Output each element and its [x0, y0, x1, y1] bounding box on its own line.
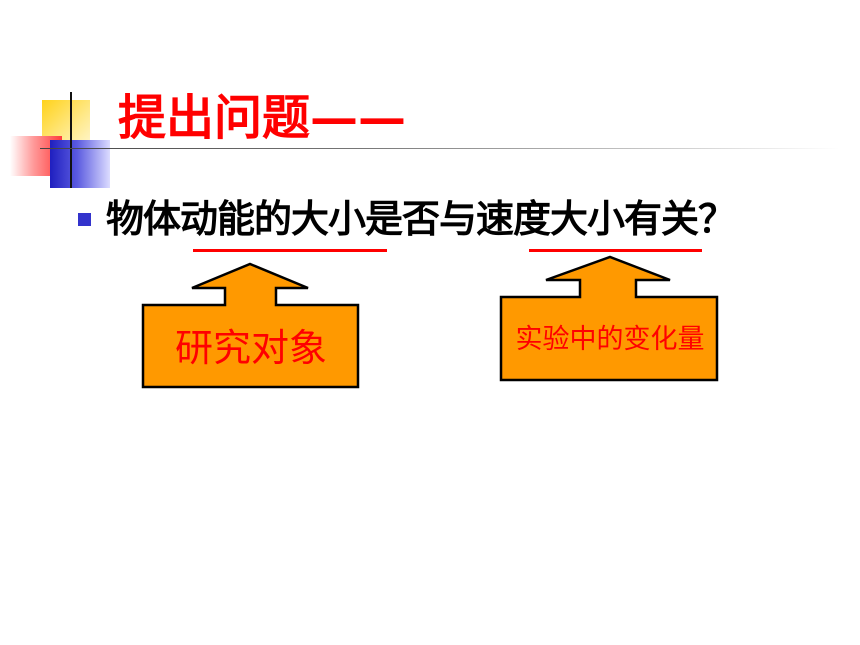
callout-label-research-object: 研究对象	[174, 326, 327, 370]
arrow-shape-1	[141, 262, 360, 389]
slide-title: 提出问题——	[118, 90, 407, 146]
question-text: 物体动能的大小是否与速度大小有关？	[106, 197, 736, 241]
arrow-shape-2	[499, 255, 719, 382]
underline-variable	[529, 249, 702, 252]
callout-label-experiment-variable: 实验中的变化量	[515, 324, 705, 355]
decor-vertical-rule	[70, 92, 72, 188]
title-divider-line	[40, 148, 840, 149]
bullet-square-icon	[78, 213, 91, 226]
underline-object	[193, 249, 387, 252]
